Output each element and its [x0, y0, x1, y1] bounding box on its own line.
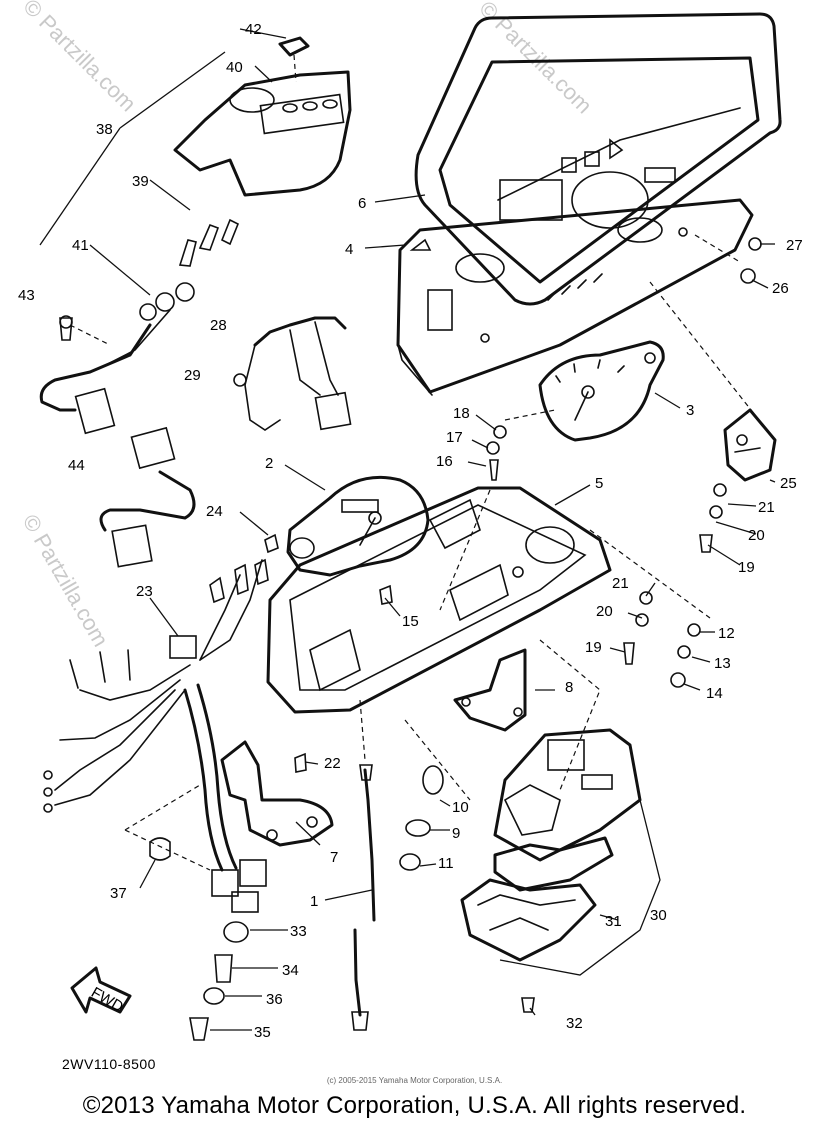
indicator-cover-part: [173, 36, 352, 197]
callout-15: 15: [402, 613, 419, 630]
copyright-text: ©2013 Yamaha Motor Corporation, U.S.A. A…: [82, 1092, 747, 1119]
callout-32: 32: [566, 1015, 583, 1032]
stay-bracket-part: [220, 740, 334, 847]
callout-37: 37: [110, 885, 127, 902]
callout-33: 33: [290, 923, 307, 940]
meter-case-part: [266, 486, 612, 714]
callout-21: 21: [612, 575, 629, 592]
callout-19-right: 19: [738, 559, 755, 576]
meter-housing-part: [396, 198, 754, 396]
callout-4: 4: [345, 241, 353, 258]
callout-5: 5: [595, 475, 603, 492]
meter-cover-part: [414, 12, 782, 306]
connector-harness-part: [233, 316, 352, 431]
hardware-parts: [59, 237, 762, 1041]
speedometer-cable-part: [351, 764, 376, 1031]
callout-8: 8: [565, 679, 573, 696]
callout-36: 36: [266, 991, 283, 1008]
callout-29: 29: [184, 367, 201, 384]
callout-40: 40: [226, 59, 243, 76]
callout-3: 3: [686, 402, 694, 419]
forward-arrow-icon: FWD: [70, 966, 132, 1016]
callout-18: 18: [453, 405, 470, 422]
callout-27: 27: [786, 237, 803, 254]
callout-42: 42: [245, 21, 262, 38]
callout-13: 13: [714, 655, 731, 672]
callout-14: 14: [706, 685, 723, 702]
callout-6: 6: [358, 195, 366, 212]
callout-39: 39: [132, 173, 149, 190]
callout-17: 17: [446, 429, 463, 446]
callout-2: 2: [265, 455, 273, 472]
leader-lines: [39, 28, 776, 1031]
callout-7: 7: [330, 849, 338, 866]
callout-34: 34: [282, 962, 299, 979]
callout-31: 31: [605, 913, 622, 930]
callout-20-right: 20: [748, 527, 765, 544]
switch-unit-part: [723, 408, 777, 482]
small-copyright-text: (c) 2005-2015 Yamaha Motor Corporation, …: [326, 1076, 503, 1085]
callout-10: 10: [452, 799, 469, 816]
callout-24: 24: [206, 503, 223, 520]
callout-38: 38: [96, 121, 113, 138]
callout-22: 22: [324, 755, 341, 772]
bulb-sockets-wiring-part: [39, 282, 195, 435]
callout-28: 28: [210, 317, 227, 334]
main-harness-part: [43, 533, 279, 913]
callout-numbers: 1 2 3 4 5 6 7 8 9 10 11 12 13 14 15 16 1…: [18, 21, 803, 1041]
callout-19: 19: [585, 639, 602, 656]
sub-harness-part: [99, 426, 196, 568]
callout-25: 25: [780, 475, 797, 492]
callout-35: 35: [254, 1024, 271, 1041]
callout-26: 26: [772, 280, 789, 297]
callout-41: 41: [72, 237, 89, 254]
callout-12: 12: [718, 625, 735, 642]
bulbs-part: [178, 218, 240, 267]
watermark-top-left: © Partzilla.com: [18, 0, 141, 116]
callout-43: 43: [18, 287, 35, 304]
callout-9: 9: [452, 825, 460, 842]
callout-21-right: 21: [758, 499, 775, 516]
callout-11: 11: [438, 855, 454, 872]
speedometer-gauge-part: [286, 475, 430, 577]
callout-44: 44: [68, 457, 85, 474]
watermark-left: © Partzilla.com: [18, 510, 114, 651]
part-code: 2WV110-8500: [62, 1056, 156, 1072]
callout-20: 20: [596, 603, 613, 620]
callout-16: 16: [436, 453, 453, 470]
bracket-part: [453, 648, 527, 732]
callout-23: 23: [136, 583, 153, 600]
callout-1: 1: [310, 893, 318, 910]
tachometer-gauge-part: [538, 340, 665, 442]
callout-30: 30: [650, 907, 667, 924]
watermarks: © Partzilla.com © Partzilla.com © Partzi…: [18, 0, 597, 651]
